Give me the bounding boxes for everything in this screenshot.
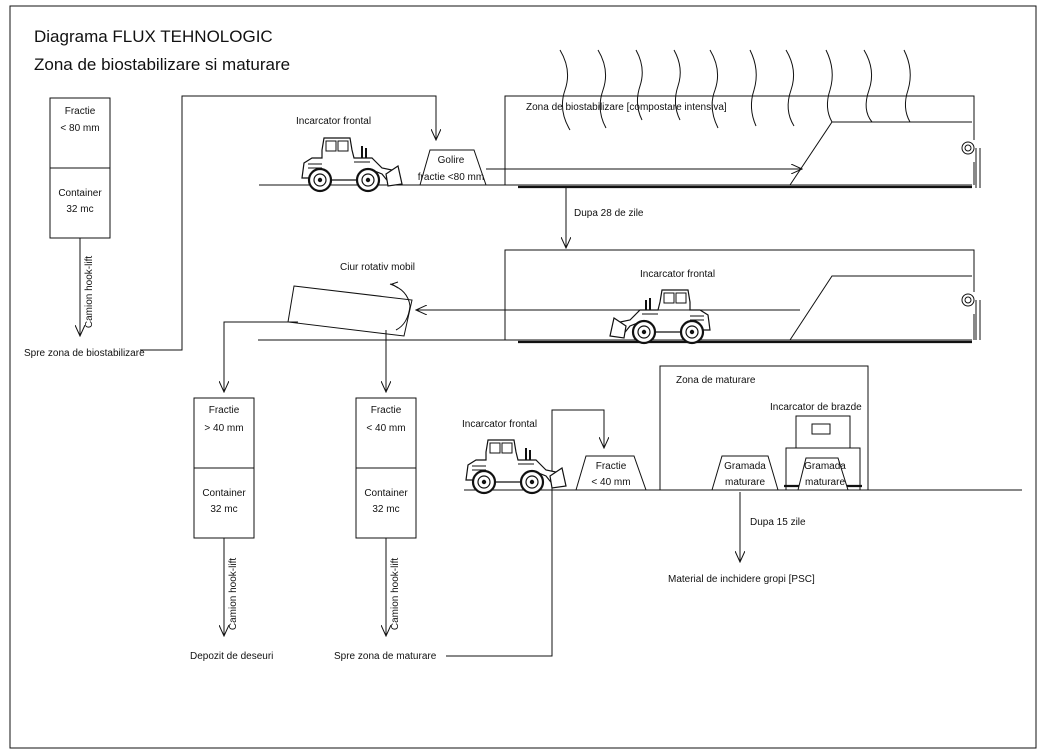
rotary-sieve: [287, 281, 413, 337]
container-left-top-1: Fractie: [65, 106, 96, 117]
container-left-top-2: < 80 mm: [60, 123, 99, 134]
after-28-days-label: Dupa 28 de zile: [574, 208, 644, 219]
container-left-bottom-1: Container: [58, 188, 102, 199]
truck-label-mid-right: Camion hook-lift: [390, 558, 401, 630]
biostab-building-2: [258, 249, 981, 344]
loader-label-2: Incarcator frontal: [640, 269, 715, 280]
maturing-pile-2-label-1: Gramada: [804, 461, 846, 472]
front-loader-2: [608, 288, 712, 345]
container-mid-left-bottom-1: Container: [202, 488, 246, 499]
container-mid-left-bottom-2: 32 mc: [210, 504, 237, 515]
truck-label-left: Camion hook-lift: [84, 256, 95, 328]
turner-label: Incarcator de brazde: [770, 402, 862, 413]
container-mid-right-bottom-1: Container: [364, 488, 408, 499]
windrow-turner: [784, 415, 862, 491]
container-mid-right-top-2: < 40 mm: [366, 423, 405, 434]
heap-unload: [419, 149, 487, 186]
container-left: Fractie < 80 mm Container 32 mc Camion h…: [24, 97, 145, 359]
container-mid-right-bottom-2: 32 mc: [372, 504, 399, 515]
heap-fraction-40: [575, 455, 647, 491]
maturing-pile-1: [711, 455, 779, 491]
after-15-days-label: Dupa 15 zile: [750, 517, 806, 528]
maturing-zone-label: Zona de maturare: [676, 375, 756, 386]
page-frame: [9, 5, 1037, 749]
output-label: Material de inchidere gropi [PSC]: [668, 574, 815, 585]
container-mid-right: Fractie < 40 mm Container 32 mc Camion h…: [334, 397, 437, 662]
dest-label-mid-left: Depozit de deseuri: [190, 651, 273, 662]
maturing-building: [659, 365, 869, 490]
container-mid-left: Fractie > 40 mm Container 32 mc Camion h…: [190, 397, 273, 662]
loader-label-1: Incarcator frontal: [296, 116, 371, 127]
title-line-1: Diagrama FLUX TEHNOLOGIC: [34, 27, 273, 46]
exhaust-waves: [559, 49, 911, 131]
title-line-2: Zona de biostabilizare si maturare: [34, 55, 290, 74]
heap-fraction-label-1: Fractie: [596, 461, 627, 472]
container-mid-left-top-1: Fractie: [209, 405, 240, 416]
loader-label-3: Incarcator frontal: [462, 419, 537, 430]
flow-to-maturing: [446, 409, 604, 657]
heap-unload-label-1: Golire: [438, 155, 465, 166]
return-flow-line: [140, 95, 436, 351]
maturing-pile-2-label-2: maturare: [805, 477, 845, 488]
front-loader-1: [300, 136, 404, 193]
dest-label-mid-right: Spre zona de maturare: [334, 651, 437, 662]
sieve-label: Ciur rotativ mobil: [340, 262, 415, 273]
truck-label-mid-left: Camion hook-lift: [228, 558, 239, 630]
arrow-over-40: [224, 321, 298, 392]
container-mid-left-top-2: > 40 mm: [204, 423, 243, 434]
container-mid-right-top-1: Fractie: [371, 405, 402, 416]
biostab-zone-label: Zona de biostabilizare [compostare inten…: [526, 102, 727, 113]
front-loader-3: [464, 438, 568, 495]
heap-fraction-label-2: < 40 mm: [591, 477, 630, 488]
container-left-bottom-2: 32 mc: [66, 204, 93, 215]
maturing-pile-1-label-2: maturare: [725, 477, 765, 488]
maturing-pile-1-label-1: Gramada: [724, 461, 766, 472]
dest-label-left: Spre zona de biostabilizare: [24, 348, 145, 359]
heap-unload-label-2: fractie <80 mm: [418, 172, 484, 183]
